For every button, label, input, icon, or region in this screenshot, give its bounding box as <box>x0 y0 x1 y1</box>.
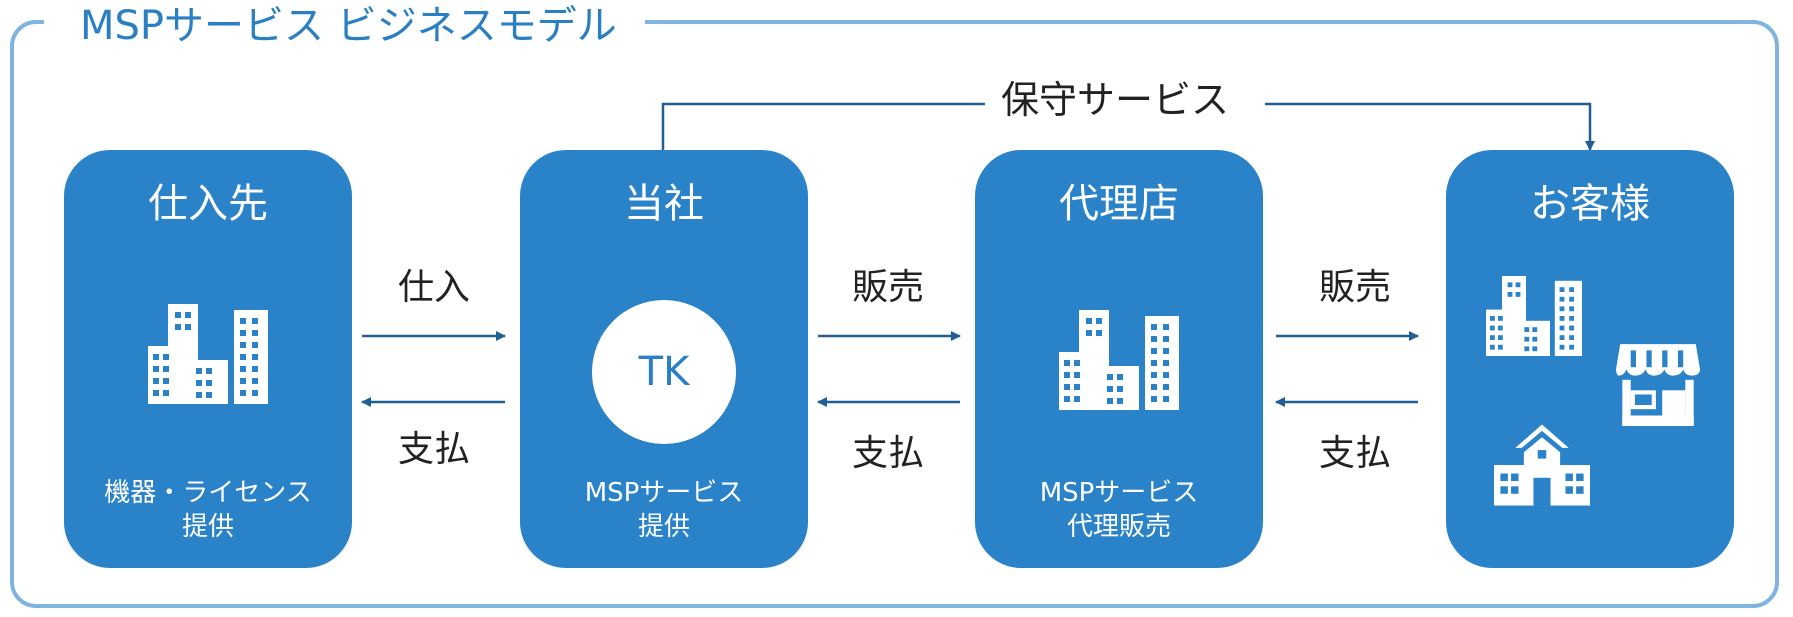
box-title: 仕入先 <box>148 181 268 227</box>
company-logo: TK <box>592 300 736 444</box>
flow-label-sale: 販売 <box>1318 267 1391 308</box>
maintenance-service-label: 保守サービス <box>990 75 1240 125</box>
box-subtitle: MSPサービス 提供 <box>584 478 744 542</box>
storefront-icon <box>1616 342 1700 426</box>
maintenance-service-line <box>661 102 985 150</box>
flow-label-payment: 支払 <box>1318 433 1391 474</box>
box-subtitle: MSPサービス 代理販売 <box>1039 478 1199 542</box>
box-title: 代理店 <box>1059 181 1179 227</box>
flow-label-payment: 支払 <box>851 433 924 474</box>
office-buildings-icon <box>1059 310 1179 410</box>
flow-label-payment: 支払 <box>397 429 470 470</box>
school-icon <box>1494 424 1590 506</box>
box-title: お客様 <box>1530 181 1650 227</box>
box-supplier: 仕入先 機器・ライセンス 提供 <box>64 150 352 568</box>
flow-label-sale: 販売 <box>851 267 924 308</box>
box-subtitle: 機器・ライセンス 提供 <box>104 478 312 542</box>
diagram-frame <box>10 20 1779 608</box>
office-buildings-icon <box>148 304 268 404</box>
box-title: 当社 <box>624 181 704 227</box>
maintenance-service-arrow <box>1265 102 1595 151</box>
office-buildings-icon <box>1486 276 1582 356</box>
flow-label-purchase: 仕入 <box>397 267 470 308</box>
box-agency: 代理店 MSPサービス 代理販売 <box>975 150 1263 568</box>
box-customer: お客様 <box>1446 150 1734 568</box>
box-company: 当社 TK MSPサービス 提供 <box>520 150 808 568</box>
diagram-title: MSPサービス ビジネスモデル <box>44 0 645 52</box>
